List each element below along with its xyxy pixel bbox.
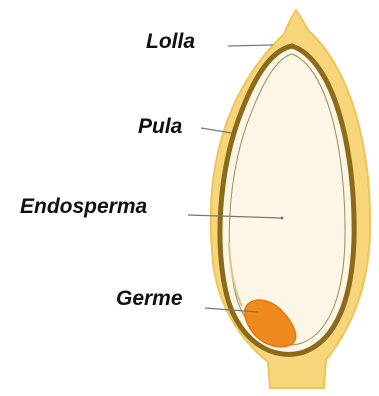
- endosperm-point: [281, 217, 284, 220]
- label-pula: Pula: [138, 115, 182, 139]
- label-lolla: Lolla: [146, 30, 195, 54]
- leader-line-lolla: [228, 45, 273, 46]
- label-germe: Germe: [116, 287, 183, 311]
- label-endosperma: Endosperma: [20, 195, 147, 219]
